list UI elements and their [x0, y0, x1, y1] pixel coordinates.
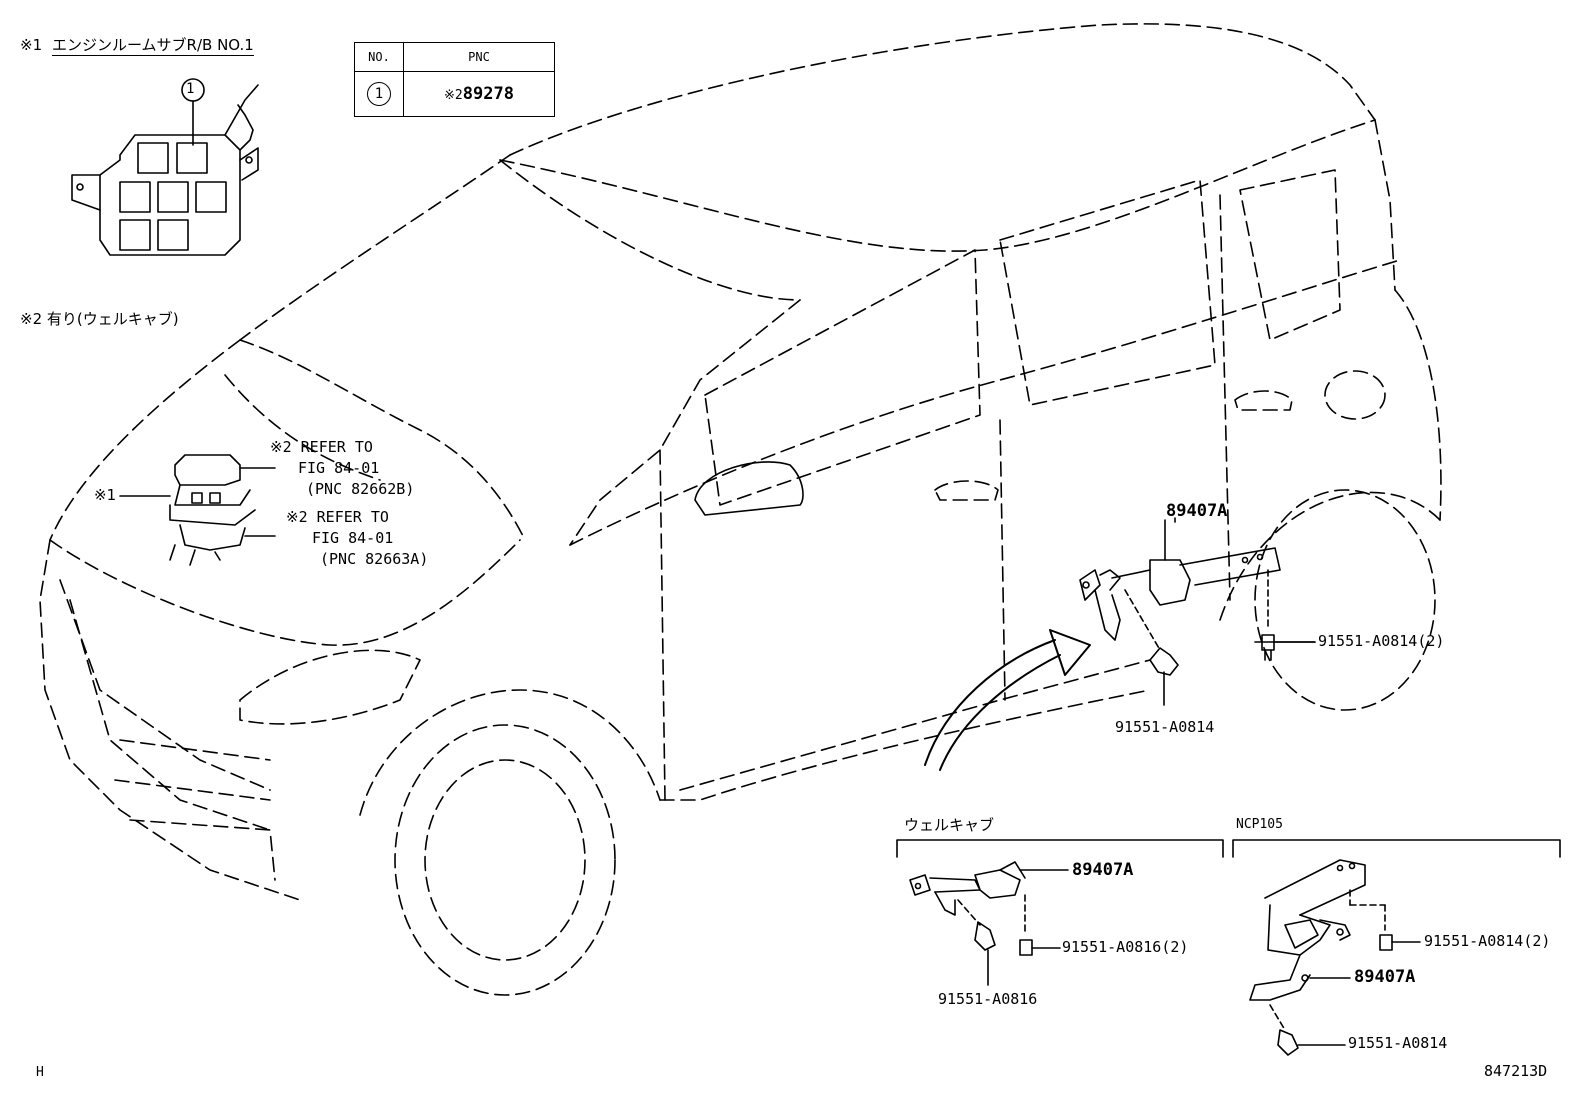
- figure-number: 847213D: [1484, 1062, 1548, 1080]
- refer1-line1: ※2 REFER TO: [270, 438, 373, 456]
- note2-text: ※2 有り(ウェルキャブ): [20, 310, 179, 328]
- footer-left-mark: H: [36, 1065, 44, 1080]
- callout-star1: ※1: [94, 486, 117, 504]
- welcab-bolt-bottom-label: 91551-A0816: [938, 990, 1038, 1008]
- refer1-line2: FIG 84-01: [298, 459, 380, 477]
- height-sensor-main: [1079, 519, 1316, 706]
- refer2-line2: FIG 84-01: [312, 529, 394, 547]
- detail-ncp-title: NCP105: [1236, 817, 1283, 832]
- main-bolt-bottom-label: 91551-A0814: [1115, 718, 1215, 736]
- note1-text: エンジンルームサブR/B NO.1: [52, 36, 254, 56]
- relay-box-callout-label: 1: [186, 81, 195, 97]
- vehicle-outline: [39, 23, 1442, 996]
- refer2-line3: (PNC 82663A): [320, 550, 429, 568]
- relay-box-drawing: [71, 78, 259, 256]
- table-row-note: ※2: [444, 88, 463, 103]
- pnc-table: NO. PNC 1 ※289278: [354, 42, 555, 117]
- ncp-bolt-right-label: 91551-A0814(2): [1424, 932, 1551, 950]
- relay-block-drawing: [119, 454, 276, 566]
- note1-mark: ※1: [20, 36, 43, 54]
- main-sensor-label: 89407A: [1166, 501, 1228, 521]
- ncp-sensor-label: 89407A: [1354, 967, 1416, 987]
- height-sensor-ncp: [1249, 859, 1421, 1056]
- main-bolt-right-label: 91551-A0814(2): [1318, 632, 1445, 650]
- ncp-bolt-bottom-label: 91551-A0814: [1348, 1034, 1448, 1052]
- table-row: 1 ※289278: [354, 71, 555, 117]
- welcab-bolt-right-label: 91551-A0816(2): [1062, 938, 1189, 956]
- table-row-pnc: 89278: [462, 84, 514, 104]
- table-row-no: 1: [367, 82, 391, 106]
- table-header-pnc: PNC: [403, 42, 555, 72]
- table-header-no: NO.: [354, 42, 404, 72]
- welcab-sensor-label: 89407A: [1072, 860, 1134, 880]
- detail-welcab-title: ウェルキャブ: [904, 816, 995, 834]
- bracket-welcab: [896, 839, 1224, 858]
- refer2-line1: ※2 REFER TO: [286, 508, 389, 526]
- height-sensor-welcab: [909, 861, 1069, 986]
- refer1-line3: (PNC 82662B): [306, 480, 415, 498]
- side-mirror: [694, 461, 804, 516]
- bracket-ncp: [1232, 839, 1561, 858]
